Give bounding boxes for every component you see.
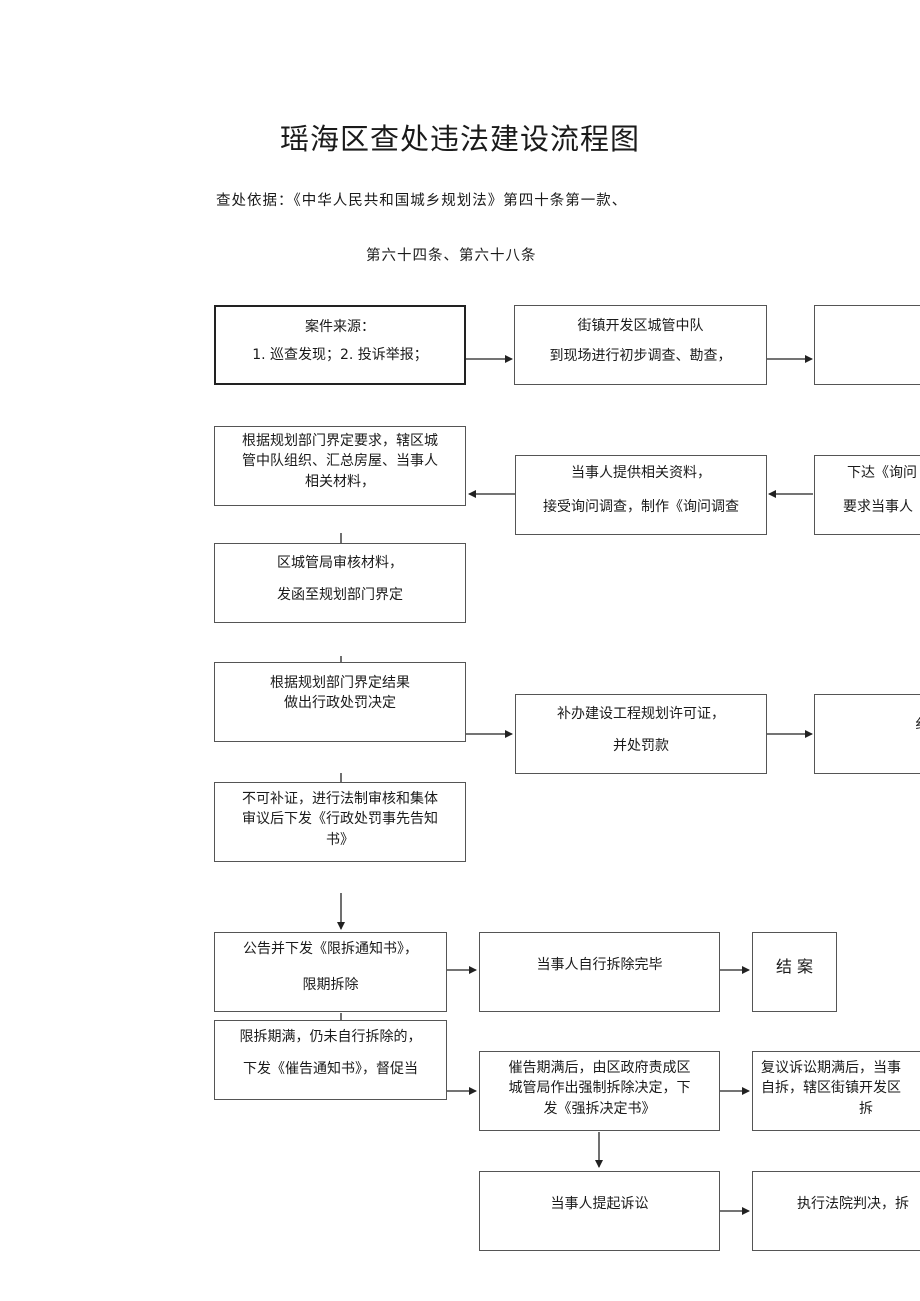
box-review-materials: 区城管局审核材料， 发函至规划部门界定 <box>214 543 466 623</box>
box-forced-demolition-decision: 催告期满后，由区政府责成区 城管局作出强制拆除决定，下 发《强拆决定书》 <box>479 1051 720 1131</box>
box-text: 结 案 <box>775 957 814 976</box>
box-text: 根据规划部门界定结果 <box>270 675 410 691</box>
box-text: 复议诉讼期满后，当事 <box>761 1060 901 1076</box>
box-text: 不可补证，进行法制审核和集体 <box>242 791 438 807</box>
legal-basis-line-1: 查处依据：《中华人民共和国城乡规划法》第四十条第一款、 <box>216 193 628 209</box>
box-after-reconsideration-cut: 复议诉讼期满后，当事 自拆，辖区街镇开发区 拆 <box>752 1051 920 1131</box>
box-text: 当事人自行拆除完毕 <box>536 957 663 973</box>
box-execute-court-judgment-cut: 执行法院判决，拆 <box>752 1171 920 1251</box>
box-text: 街镇开发区城管中队 <box>577 318 704 334</box>
box-row4-right-cut: 纟 <box>814 694 920 774</box>
page-title: 瑶海区查处违法建设流程图 <box>279 122 640 156</box>
box-text: 限期拆除 <box>302 977 359 994</box>
box-text: 催告期满后，由区政府责成区 <box>508 1060 691 1076</box>
box-text: 补办建设工程规划许可证， <box>557 706 725 722</box>
box-self-demolished: 当事人自行拆除完毕 <box>479 932 720 1012</box>
box-text: 当事人提起诉讼 <box>550 1196 649 1212</box>
box-text: 城管局作出强制拆除决定，下 <box>508 1080 691 1097</box>
box-text: 书》 <box>326 831 354 848</box>
box-legal-review-notice: 不可补证，进行法制审核和集体 审议后下发《行政处罚事先告知 书》 <box>214 782 466 862</box>
box-text: 接受询问调查，制作《询问调查 <box>543 499 739 516</box>
box-text: 到现场进行初步调查、勘查， <box>549 348 732 365</box>
box-text: 相关材料， <box>305 473 375 490</box>
box-text: 执行法院判决，拆 <box>797 1196 909 1212</box>
box-text: 纟 <box>915 715 920 735</box>
box-text: 拆 <box>859 1100 873 1117</box>
box-organize-materials: 根据规划部门界定要求，辖区城 管中队组织、汇总房屋、当事人 相关材料， <box>214 426 466 506</box>
box-text: 案件来源： <box>305 319 375 335</box>
box-file-lawsuit: 当事人提起诉讼 <box>479 1171 720 1251</box>
box-text: 当事人提供相关资料， <box>571 465 711 481</box>
box-text: 限拆期满，仍未自行拆除的， <box>239 1029 422 1045</box>
box-text: 下发《催告通知书》，督促当 <box>243 1061 418 1078</box>
box-text: 公告并下发《限拆通知书》， <box>243 941 418 957</box>
box-case-closed: 结 案 <box>752 932 837 1012</box>
legal-basis-line-2: 第六十四条、第六十八条 <box>366 248 537 264</box>
box-provide-materials: 当事人提供相关资料， 接受询问调查，制作《询问调查 <box>515 455 767 535</box>
box-case-source: 案件来源： 1. 巡查发现；2. 投诉举报； <box>214 305 466 385</box>
box-penalty-decision: 根据规划部门界定结果 做出行政处罚决定 <box>214 662 466 742</box>
box-text: 自拆，辖区街镇开发区 <box>761 1080 901 1097</box>
box-text: 发《强拆决定书》 <box>543 1100 656 1117</box>
box-initial-investigation: 街镇开发区城管中队 到现场进行初步调查、勘查， <box>514 305 767 385</box>
box-text: 区城管局审核材料， <box>277 555 403 571</box>
box-text: 下达《询问 <box>847 465 917 481</box>
box-text: 根据规划部门界定要求，辖区城 <box>242 433 438 449</box>
box-announce-demolition-notice: 公告并下发《限拆通知书》， 限期拆除 <box>214 932 447 1012</box>
box-row1-right-cut <box>814 305 920 385</box>
box-text: 管中队组织、汇总房屋、当事人 <box>242 453 438 470</box>
box-text: 1. 巡查发现；2. 投诉举报； <box>252 347 428 364</box>
box-text: 审议后下发《行政处罚事先告知 <box>242 811 438 828</box>
box-overdue-reminder: 限拆期满，仍未自行拆除的， 下发《催告通知书》，督促当 <box>214 1020 447 1100</box>
box-permit-and-fine: 补办建设工程规划许可证， 并处罚款 <box>515 694 767 774</box>
box-text: 做出行政处罚决定 <box>284 695 396 712</box>
box-issue-inquiry-cut: 下达《询问 要求当事人 <box>814 455 920 535</box>
box-text: 发函至规划部门界定 <box>277 587 403 604</box>
box-text: 并处罚款 <box>613 738 669 755</box>
box-text: 要求当事人 <box>843 499 913 516</box>
